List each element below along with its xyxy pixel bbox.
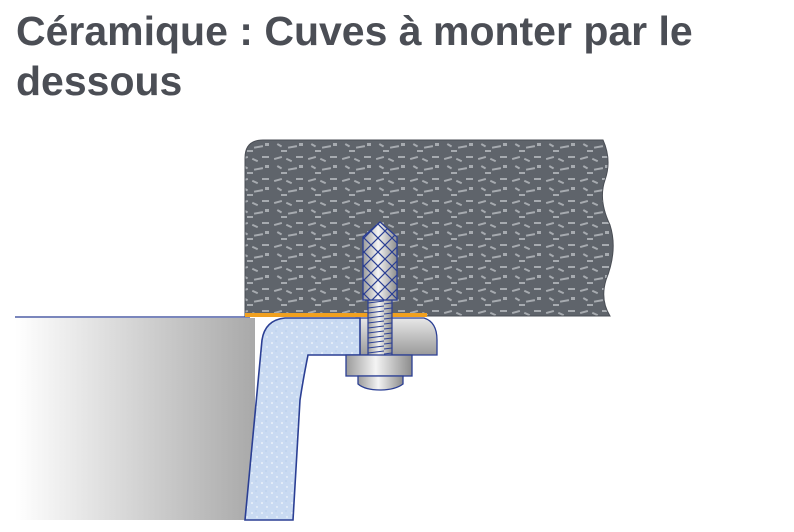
thread-lines — [368, 300, 392, 356]
clamp-nut — [345, 354, 413, 377]
page-title: Céramique : Cuves à monter par le dessou… — [16, 8, 693, 104]
clamp-screw-head — [357, 375, 404, 391]
cabinet-background — [15, 318, 255, 520]
sealant-strip — [245, 313, 427, 317]
ceramic-sink-section — [244, 317, 361, 521]
knurl-pattern — [363, 222, 397, 300]
countertop-section — [244, 139, 614, 317]
